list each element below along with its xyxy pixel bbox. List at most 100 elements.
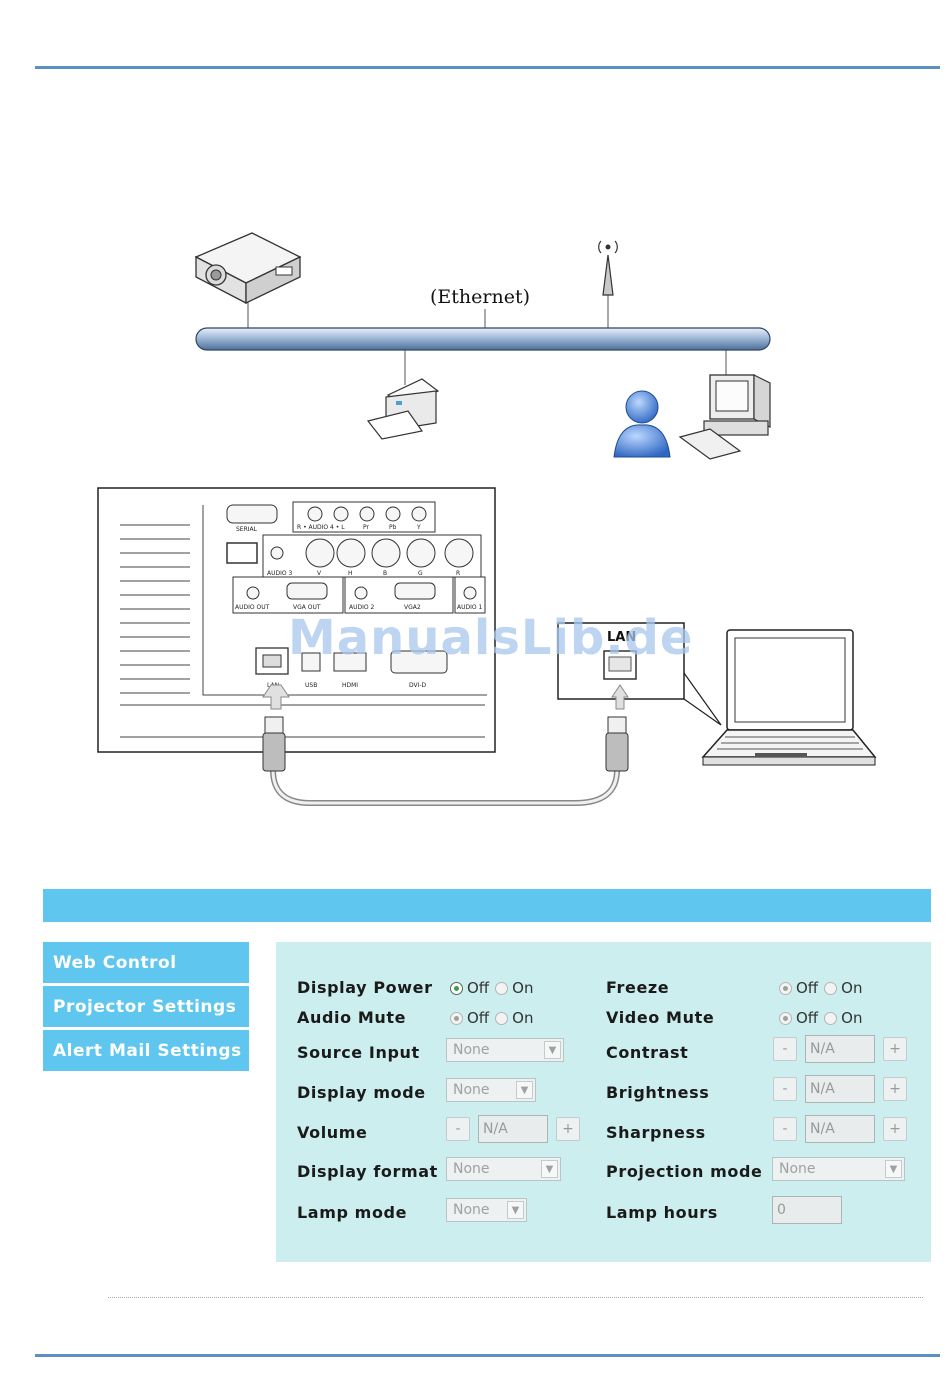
lamp-mode-row: Lamp mode bbox=[297, 1200, 407, 1224]
display-power-off-radio[interactable] bbox=[450, 981, 463, 995]
lamp-mode-value: None bbox=[453, 1202, 490, 1218]
label-v: V bbox=[317, 570, 322, 577]
lan-zoom-arrow-icon bbox=[611, 684, 629, 710]
footer-dotted-divider bbox=[108, 1297, 923, 1298]
footer-rule bbox=[35, 1354, 940, 1357]
audio-mute-on-radio[interactable] bbox=[495, 1011, 509, 1025]
contrast-label: Contrast bbox=[606, 1042, 689, 1062]
projector-icon bbox=[194, 232, 302, 305]
laptop-icon bbox=[701, 629, 877, 766]
brightness-plus-button[interactable]: + bbox=[883, 1077, 907, 1101]
label-dvi: DVI-D bbox=[409, 682, 427, 689]
brightness-minus-button[interactable]: - bbox=[773, 1077, 797, 1101]
display-power-off-label: Off bbox=[467, 979, 490, 997]
label-audio1: AUDIO 1 bbox=[457, 604, 483, 611]
display-format-label: Display format bbox=[297, 1161, 438, 1181]
freeze-radios: Off On bbox=[779, 976, 868, 1000]
panel-vents bbox=[120, 505, 487, 738]
freeze-row: Freeze bbox=[606, 975, 669, 999]
projection-mode-select[interactable]: None ▼ bbox=[772, 1157, 905, 1181]
projection-mode-label: Projection mode bbox=[606, 1161, 763, 1181]
sharpness-row: Sharpness bbox=[606, 1120, 706, 1144]
menu-item-alert-mail-settings[interactable]: Alert Mail Settings bbox=[43, 1030, 249, 1071]
volume-value-field: N/A bbox=[478, 1115, 548, 1143]
lamp-hours-row: Lamp hours bbox=[606, 1200, 718, 1224]
display-power-on-radio[interactable] bbox=[495, 981, 509, 995]
header-rule bbox=[35, 66, 940, 69]
port-row-4 bbox=[255, 647, 448, 675]
contrast-plus-button[interactable]: + bbox=[883, 1037, 907, 1061]
audio-mute-radios: Off On bbox=[450, 1006, 539, 1030]
contrast-minus-button[interactable]: - bbox=[773, 1037, 797, 1061]
display-power-on-label: On bbox=[512, 979, 534, 997]
label-y: Y bbox=[416, 524, 421, 531]
chevron-down-icon: ▼ bbox=[544, 1041, 561, 1059]
label-audio2: AUDIO 2 bbox=[349, 604, 375, 611]
label-vga-out: VGA OUT bbox=[293, 604, 321, 611]
contrast-row: Contrast bbox=[606, 1040, 688, 1064]
display-power-label: Display Power bbox=[297, 977, 433, 997]
freeze-off-radio[interactable] bbox=[779, 981, 792, 995]
chevron-down-icon: ▼ bbox=[541, 1160, 558, 1178]
user-icon bbox=[613, 390, 671, 458]
display-format-value: None bbox=[453, 1161, 490, 1177]
printer-icon bbox=[366, 378, 440, 440]
label-r: R bbox=[456, 570, 460, 577]
contrast-value-field: N/A bbox=[805, 1035, 875, 1063]
lamp-hours-value-field: 0 bbox=[772, 1196, 842, 1224]
freeze-on-radio[interactable] bbox=[824, 981, 838, 995]
sharpness-minus-button[interactable]: - bbox=[773, 1117, 797, 1141]
audio-mute-label: Audio Mute bbox=[297, 1007, 407, 1027]
video-mute-label: Video Mute bbox=[606, 1007, 715, 1027]
menu-item-projector-settings[interactable]: Projector Settings bbox=[43, 986, 249, 1027]
watermark: ManualsLib.de bbox=[288, 610, 694, 666]
zoom-pointer-line bbox=[683, 672, 722, 726]
display-format-select[interactable]: None ▼ bbox=[446, 1157, 561, 1181]
brightness-label: Brightness bbox=[606, 1082, 710, 1102]
video-mute-on-radio[interactable] bbox=[824, 1011, 838, 1025]
display-power-radios: Off On bbox=[450, 976, 539, 1000]
lamp-mode-select[interactable]: None ▼ bbox=[446, 1198, 527, 1222]
source-input-label: Source Input bbox=[297, 1042, 420, 1062]
ethernet-pipe bbox=[195, 327, 771, 351]
rj45-connector-left-icon bbox=[262, 716, 286, 772]
display-mode-label: Display mode bbox=[297, 1082, 426, 1102]
sharpness-plus-button[interactable]: + bbox=[883, 1117, 907, 1141]
display-mode-value: None bbox=[453, 1082, 490, 1098]
brightness-value-field: N/A bbox=[805, 1075, 875, 1103]
chevron-down-icon: ▼ bbox=[885, 1160, 902, 1178]
label-serial: SERIAL bbox=[236, 526, 258, 533]
audio-mute-on-label: On bbox=[512, 1009, 534, 1027]
lamp-mode-label: Lamp mode bbox=[297, 1202, 408, 1222]
label-h: H bbox=[348, 570, 353, 577]
volume-plus-button[interactable]: + bbox=[556, 1117, 580, 1141]
source-input-select[interactable]: None ▼ bbox=[446, 1038, 564, 1062]
video-mute-off-radio[interactable] bbox=[779, 1011, 792, 1025]
sharpness-label: Sharpness bbox=[606, 1122, 706, 1142]
display-format-row: Display format bbox=[297, 1159, 438, 1183]
dvi-port-icon bbox=[390, 650, 448, 674]
audio-mute-row: Audio Mute bbox=[297, 1005, 406, 1029]
computer-icon bbox=[678, 374, 771, 460]
network-diagram: (Ethernet) bbox=[194, 232, 771, 460]
source-input-value: None bbox=[453, 1042, 490, 1058]
ethernet-label: (Ethernet) bbox=[430, 286, 530, 308]
port-row-1 bbox=[226, 501, 436, 533]
label-pr: Pr bbox=[363, 524, 370, 531]
source-input-row: Source Input bbox=[297, 1040, 420, 1064]
video-mute-on-label: On bbox=[841, 1009, 863, 1027]
video-mute-off-label: Off bbox=[796, 1009, 819, 1027]
video-mute-row: Video Mute bbox=[606, 1005, 714, 1029]
rj45-connector-right-icon bbox=[605, 716, 629, 772]
label-lan-zoom: LAN bbox=[607, 630, 636, 645]
video-mute-radios: Off On bbox=[779, 1006, 868, 1030]
menu-item-web-control[interactable]: Web Control bbox=[43, 942, 249, 983]
volume-minus-button[interactable]: - bbox=[446, 1117, 470, 1141]
port-row-3 bbox=[232, 576, 486, 614]
projection-mode-value: None bbox=[779, 1161, 816, 1177]
display-mode-select[interactable]: None ▼ bbox=[446, 1078, 536, 1102]
display-mode-row: Display mode bbox=[297, 1080, 426, 1104]
display-power-row: Display Power bbox=[297, 975, 433, 999]
port-row-2 bbox=[226, 534, 482, 578]
audio-mute-off-radio[interactable] bbox=[450, 1011, 463, 1025]
